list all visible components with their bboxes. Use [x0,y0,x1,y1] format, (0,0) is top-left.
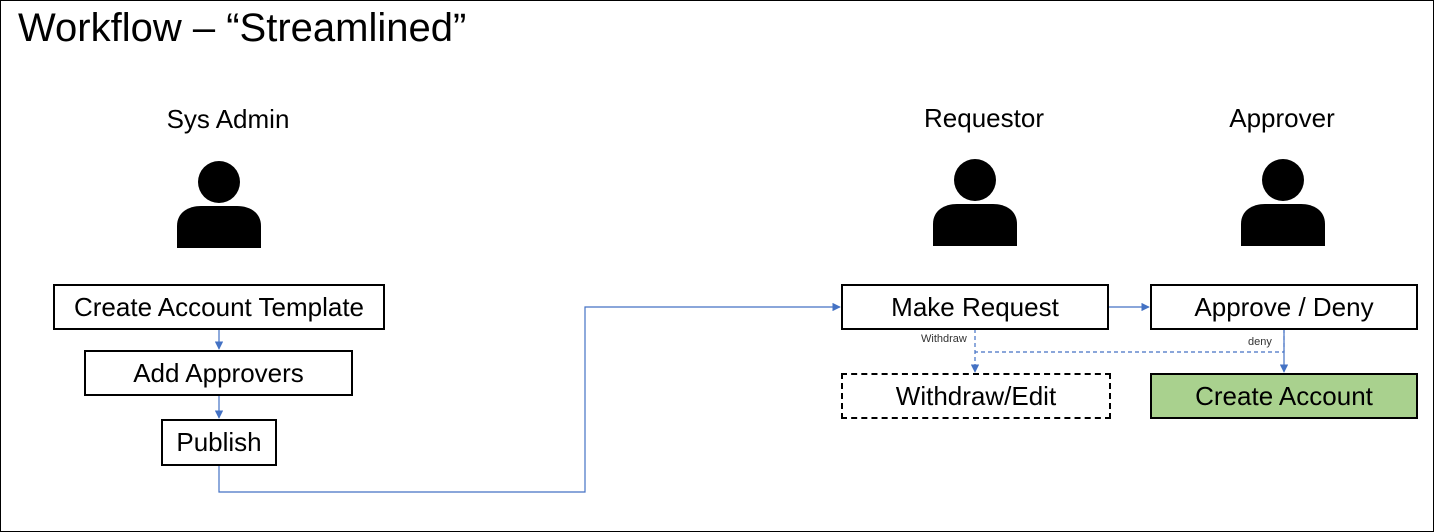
step-approve-deny[interactable]: Approve / Deny [1150,284,1418,330]
step-make-request[interactable]: Make Request [841,284,1109,330]
step-withdraw-edit[interactable]: Withdraw/Edit [841,373,1111,419]
diagram-title: Workflow – “Streamlined” [18,6,467,50]
role-approver: Approver [1229,103,1335,133]
arrow-deny-to-withdraw [975,329,1285,353]
person-icon [177,161,261,248]
person-icon [933,159,1017,246]
step-publish[interactable]: Publish [161,419,277,466]
edge-label-deny: deny [1248,336,1272,348]
step-add-approvers[interactable]: Add Approvers [84,350,353,396]
step-create-account[interactable]: Create Account [1150,373,1418,419]
arrow-publish-to-request [218,302,841,493]
edge-label-withdraw: Withdraw [921,333,967,345]
role-sys-admin: Sys Admin [166,104,290,134]
person-icon [1241,159,1325,246]
role-requestor: Requestor [924,103,1044,133]
step-create-account-template[interactable]: Create Account Template [53,284,385,330]
